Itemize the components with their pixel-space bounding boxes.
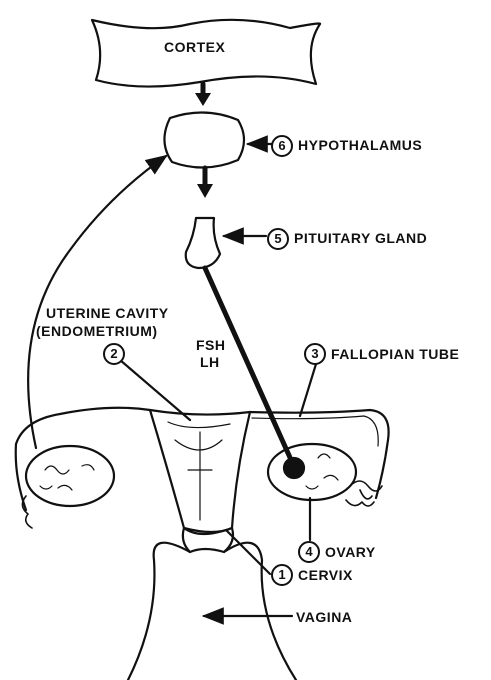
ovary-label: OVARY (325, 545, 376, 559)
vagina-label: VAGINA (296, 610, 352, 624)
lh-label: LH (200, 355, 220, 369)
pituitary-label: PITUITARY GLAND (294, 231, 427, 245)
vagina-shape (128, 543, 296, 680)
uterine-cavity-number: 2 (103, 343, 125, 365)
left-ovary (26, 446, 114, 506)
fsh-label: FSH (196, 338, 226, 352)
right-ovary-texture (306, 454, 338, 489)
hypothalamus-number: 6 (271, 135, 293, 157)
cervix-label: CERVIX (298, 568, 353, 582)
left-fimbriae (22, 496, 32, 528)
ovary-number: 4 (298, 541, 320, 563)
uterine-cavity-label-line2: (ENDOMETRIUM) (36, 324, 158, 338)
fallopian-leader (300, 364, 316, 416)
uterine-cavity-label-line1: UTERINE CAVITY (46, 306, 169, 320)
fallopian-number: 3 (304, 343, 326, 365)
cortex-to-hypothalamus-arrow (195, 84, 211, 106)
ovarian-follicle (284, 458, 304, 478)
fallopian-label: FALLOPIAN TUBE (331, 347, 459, 361)
cervix-leader (226, 530, 270, 574)
right-ovary (268, 444, 356, 500)
hypothalamus-to-pituitary-arrow (197, 168, 213, 198)
pituitary-shape (186, 218, 220, 268)
ovary-feedback-arrow (28, 156, 166, 448)
cervix-number: 1 (271, 564, 293, 586)
cortex-label: CORTEX (164, 40, 225, 54)
hypothalamus-label: HYPOTHALAMUS (298, 138, 422, 152)
hypothalamus-shape (164, 112, 244, 167)
left-ovary-texture (40, 465, 94, 490)
pituitary-number: 5 (267, 228, 289, 250)
